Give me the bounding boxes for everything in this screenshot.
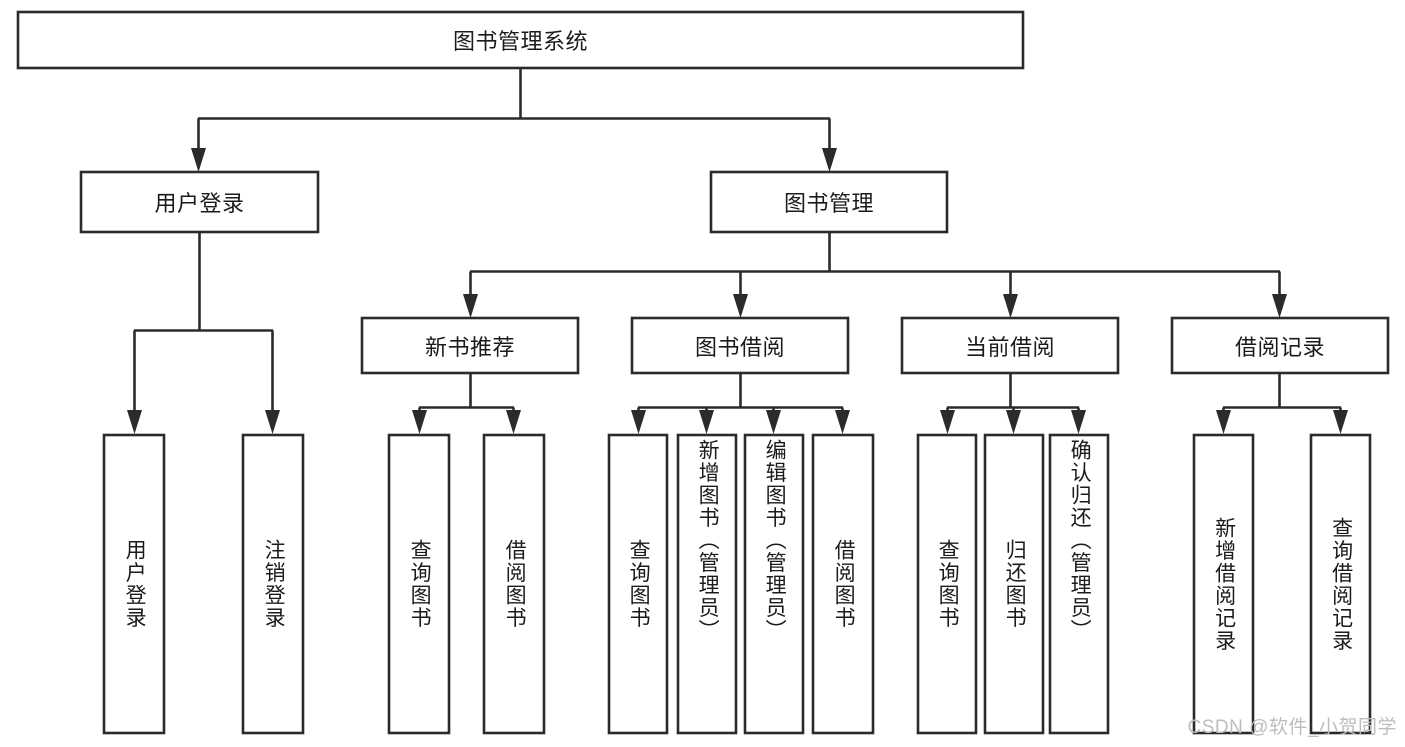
arrowhead-leaf-logout <box>265 410 280 434</box>
edge-group-currentborrow-to-leaves <box>940 373 1086 434</box>
arrowhead-new-book-rec <box>463 294 478 318</box>
leaf-box-9[interactable] <box>983 433 1045 735</box>
leaf-box-8[interactable] <box>916 433 978 735</box>
node-box-book-borrow[interactable] <box>630 316 850 375</box>
arrowhead-current-borrow <box>1003 294 1018 318</box>
arrowhead-leaf-query-book-c <box>940 410 955 434</box>
node-box-root[interactable] <box>16 10 1025 70</box>
leaf-box-2[interactable] <box>387 433 451 735</box>
leaf-box-12[interactable] <box>1309 433 1372 735</box>
leaf-box-1[interactable] <box>241 433 305 735</box>
edge-group-root-to-level1 <box>191 68 837 172</box>
leaf-box-5[interactable] <box>676 433 738 735</box>
arrowhead-leaf-query-book-b <box>631 410 646 434</box>
node-box-borrow-record[interactable] <box>1170 316 1390 375</box>
leaf-box-11[interactable] <box>1192 433 1255 735</box>
arrowhead-leaf-return-book <box>1006 410 1021 434</box>
leaf-box-4[interactable] <box>607 433 669 735</box>
arrowhead-leaf-user-login <box>127 410 142 434</box>
edge-group-bookborrow-to-leaves <box>631 373 850 434</box>
arrowhead-leaf-confirm-return <box>1071 410 1086 434</box>
leaf-box-0[interactable] <box>102 433 166 735</box>
arrowhead-leaf-add-book <box>699 410 714 434</box>
node-box-new-book-recommend[interactable] <box>360 316 580 375</box>
arrowhead-leaf-borrow-book-a <box>506 410 521 434</box>
edge-group-newbook-to-leaves <box>412 373 521 434</box>
arrowhead-leaf-add-record <box>1216 410 1231 434</box>
arrowhead-leaf-borrow-book-b <box>835 410 850 434</box>
leaf-box-3[interactable] <box>482 433 546 735</box>
leaf-box-6[interactable] <box>743 433 805 735</box>
arrowhead-book-manage <box>822 148 837 172</box>
leaf-box-7[interactable] <box>811 433 875 735</box>
node-box-user-login[interactable] <box>79 170 320 234</box>
arrowhead-leaf-query-record <box>1333 410 1348 434</box>
node-box-book-management[interactable] <box>709 170 949 234</box>
edge-group-bookmanage-to-level2 <box>463 232 1287 318</box>
node-box-current-borrow[interactable] <box>900 316 1120 375</box>
edge-group-borrowrecord-to-leaves <box>1216 373 1348 434</box>
edge-group-userlogin-to-leaves <box>127 232 280 434</box>
leaf-box-10[interactable] <box>1048 433 1110 735</box>
arrowhead-leaf-query-book-a <box>412 410 427 434</box>
arrowhead-borrow-record <box>1272 294 1287 318</box>
arrowhead-book-borrow <box>733 294 748 318</box>
arrowhead-user-login <box>191 148 206 172</box>
arrowhead-leaf-edit-book <box>766 410 781 434</box>
